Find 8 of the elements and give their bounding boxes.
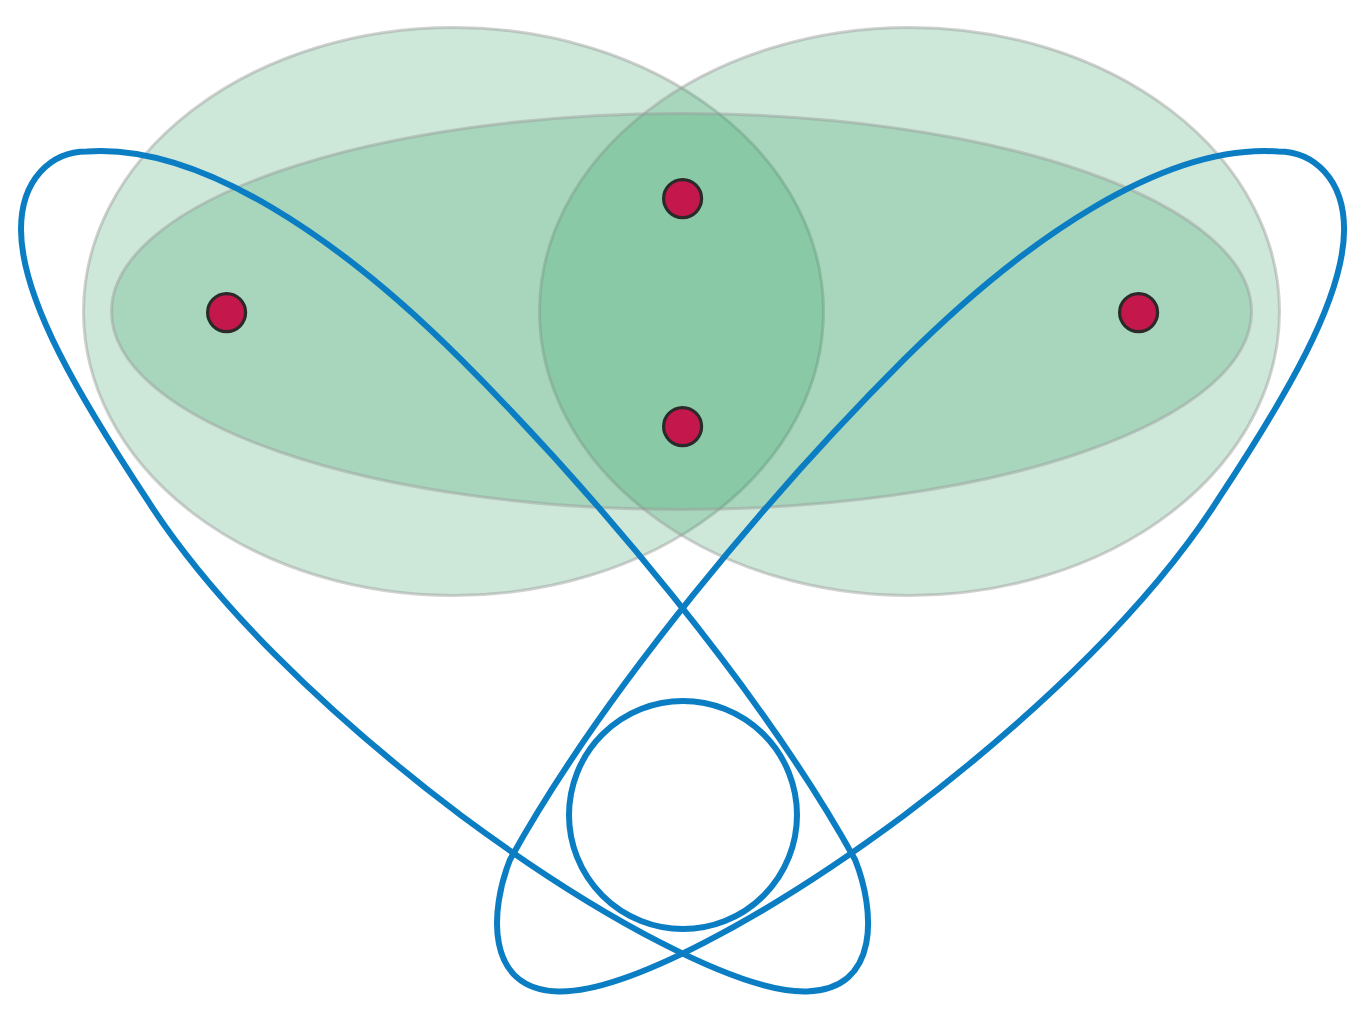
shaded-ellipse <box>110 112 1254 512</box>
circle-outline <box>565 697 799 931</box>
vertex-dot <box>661 405 703 447</box>
vertex-dot <box>1117 291 1159 333</box>
teardrop-loop <box>17 148 871 996</box>
vertex-dot <box>661 177 703 219</box>
teardrop-loop <box>493 148 1347 996</box>
vertex-dot <box>205 291 247 333</box>
